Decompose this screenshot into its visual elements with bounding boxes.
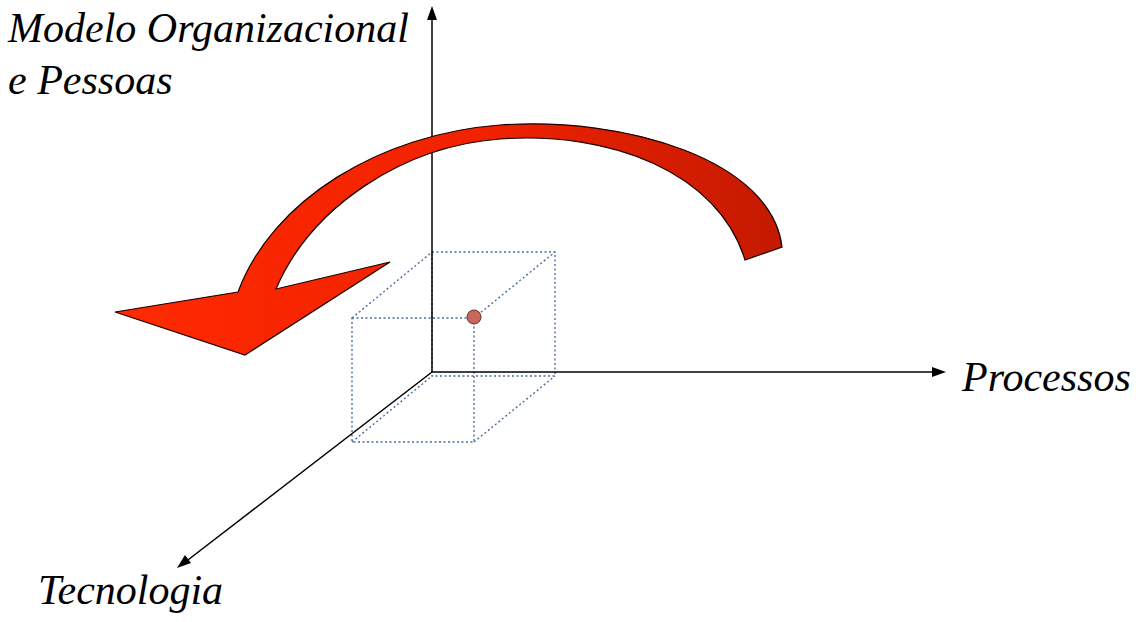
depth-axis xyxy=(184,372,432,563)
axis-label: Tecnologia xyxy=(38,566,223,614)
cube-back-face xyxy=(432,252,555,376)
cube-front-face xyxy=(352,318,474,442)
axis-arrowhead xyxy=(177,555,191,568)
point-marker xyxy=(467,310,481,324)
axis-label: Modelo Organizacional e Pessoas xyxy=(8,2,428,106)
axis-arrowhead xyxy=(427,6,437,20)
horizontal-axis xyxy=(432,371,938,373)
axis-label: Processos xyxy=(962,353,1131,401)
vertical-axis xyxy=(431,14,433,372)
rotation-arrow xyxy=(115,124,782,355)
dotted-cube xyxy=(352,252,555,442)
cube-edges xyxy=(352,252,555,442)
axis-arrowhead xyxy=(932,367,946,377)
